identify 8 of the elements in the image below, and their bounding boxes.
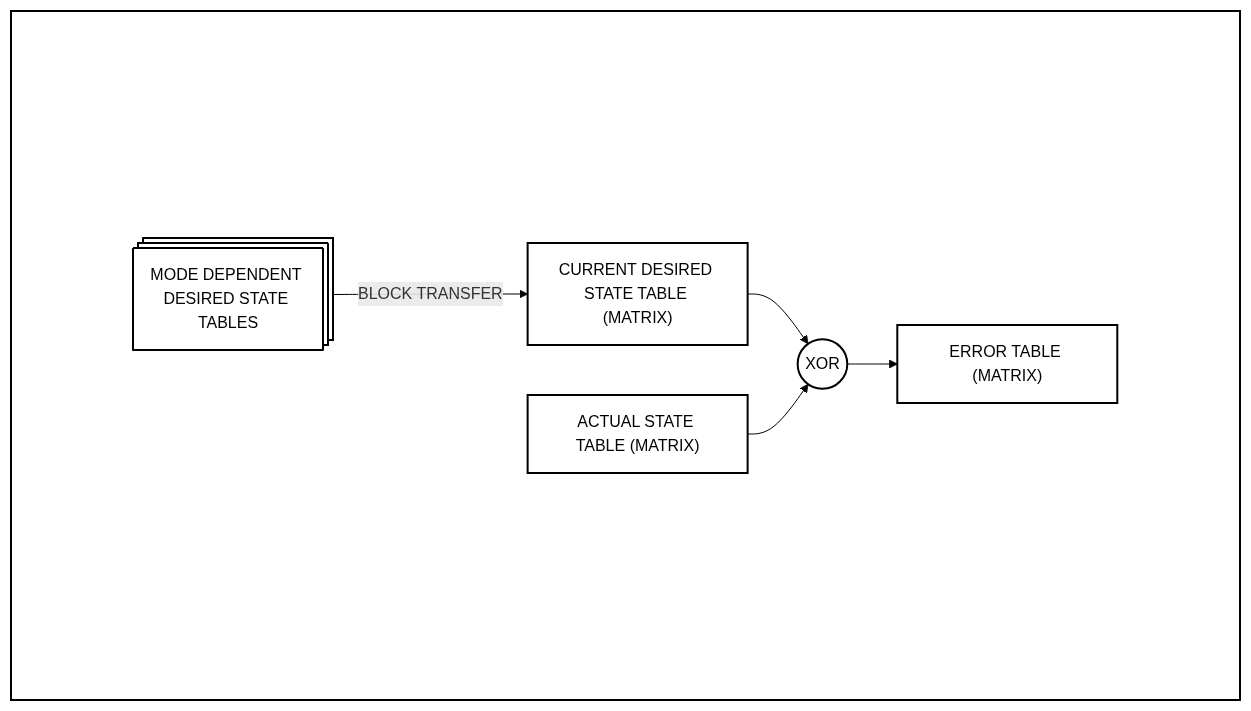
node-circle: XOR bbox=[796, 338, 849, 390]
arrow bbox=[747, 293, 809, 345]
node-box: CURRENT DESIRED STATE TABLE (MATRIX) bbox=[526, 242, 749, 346]
node-box: ACTUAL STATE TABLE (MATRIX) bbox=[526, 394, 749, 474]
node-box: ERROR TABLE (MATRIX) bbox=[896, 324, 1119, 404]
node-text: MODE DEPENDENT DESIRED STATE TABLES bbox=[150, 266, 302, 331]
arrow bbox=[747, 383, 809, 435]
edge-label: BLOCK TRANSFER bbox=[358, 285, 503, 302]
